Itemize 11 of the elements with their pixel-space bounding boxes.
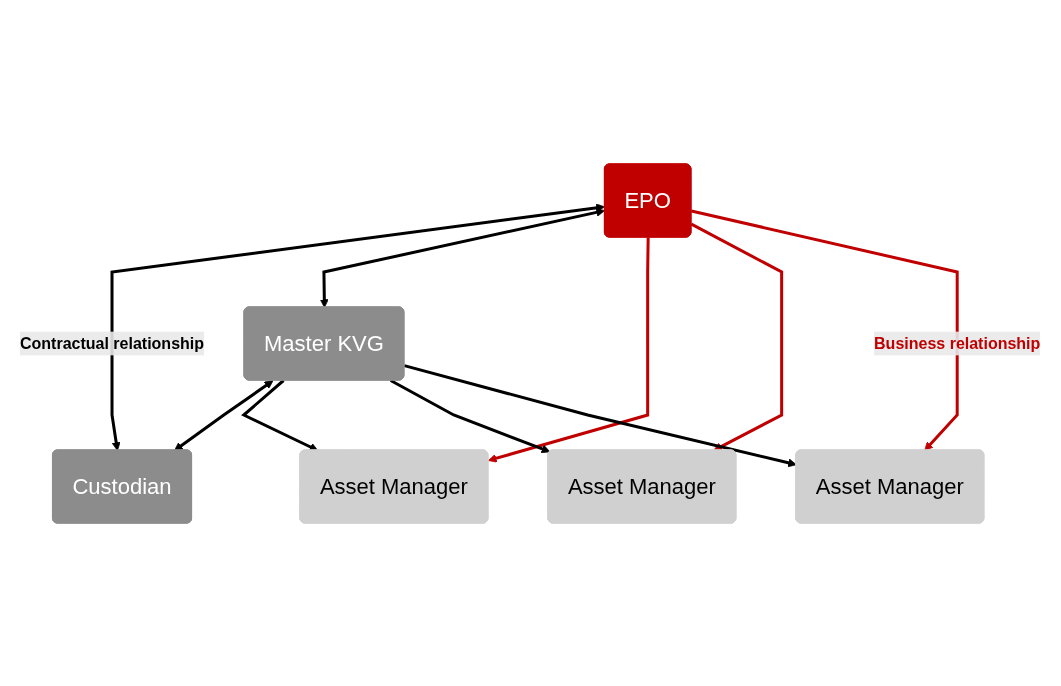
arrow — [404, 363, 798, 467]
arrow — [174, 379, 274, 451]
arrow — [320, 207, 606, 308]
edge-label: Contractual relationship — [20, 334, 205, 351]
arrow — [390, 378, 551, 453]
arrow — [488, 236, 650, 463]
arrow — [110, 203, 606, 451]
arrow — [241, 378, 319, 451]
edge-label: Business relationship — [874, 334, 1041, 351]
arrow — [691, 222, 784, 451]
arrow — [691, 209, 959, 451]
